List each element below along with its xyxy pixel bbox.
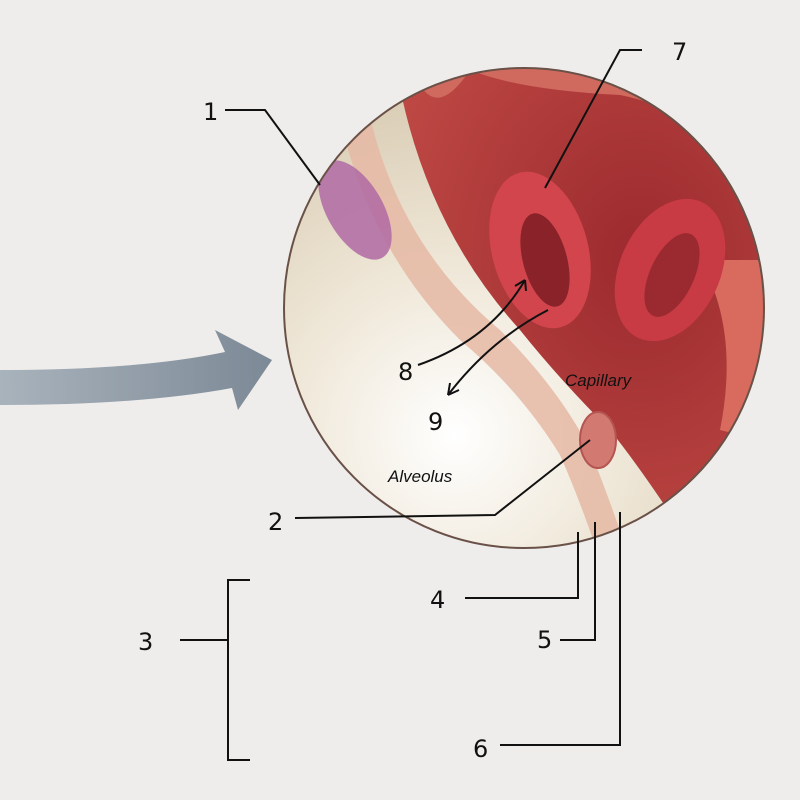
arrow-8-to-capillary <box>417 279 526 366</box>
leader-line-1 <box>225 109 321 186</box>
capillary-region <box>395 68 764 548</box>
alveolus-label: Alveolus <box>387 467 453 486</box>
label-7: 7 <box>672 38 687 66</box>
alveolar-cell-nucleus <box>318 160 392 260</box>
arrow-9-to-alveolus <box>447 309 549 396</box>
label-3: 3 <box>138 628 153 656</box>
label-2: 2 <box>268 508 283 536</box>
label-5: 5 <box>537 626 552 654</box>
leader-line-2 <box>294 439 591 519</box>
leader-line-5 <box>560 522 596 641</box>
label-1: 1 <box>203 98 218 126</box>
label-4: 4 <box>430 586 445 614</box>
bracket-3 <box>227 579 250 761</box>
respiratory-membrane <box>330 68 630 548</box>
endothelial-nucleus <box>579 411 617 469</box>
leader-line-4 <box>465 532 579 599</box>
label-8: 8 <box>398 358 413 386</box>
leader-line-6 <box>500 512 621 746</box>
zoom-arrow <box>0 330 272 410</box>
capillary-label: Capillary <box>565 371 633 390</box>
label-9: 9 <box>428 408 443 436</box>
leader-line-7 <box>544 49 642 189</box>
label-6: 6 <box>473 735 488 763</box>
